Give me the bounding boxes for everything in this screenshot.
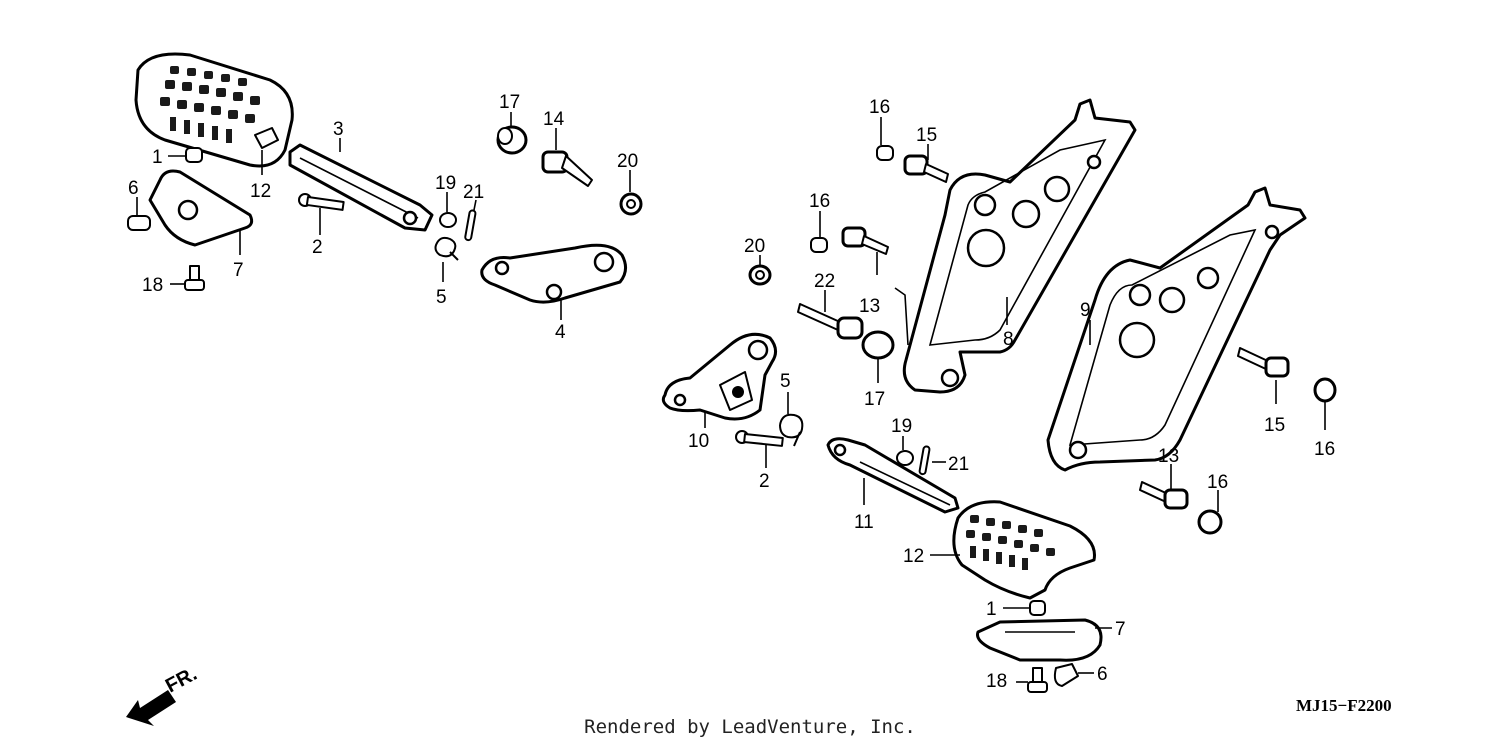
callout-20a: 20 bbox=[617, 151, 638, 172]
bolt-22 bbox=[797, 303, 864, 340]
leader-21a bbox=[473, 199, 477, 211]
bracket-10 bbox=[661, 332, 777, 421]
callout-16d: 16 bbox=[1207, 472, 1228, 493]
step-holder-8 bbox=[902, 98, 1137, 394]
callout-18a: 18 bbox=[142, 275, 163, 296]
callout-2a: 2 bbox=[312, 237, 323, 258]
collar-right bbox=[1029, 600, 1046, 616]
bolt-13-bottom bbox=[1139, 481, 1189, 510]
callout-11: 11 bbox=[854, 512, 874, 533]
cap-16-right bbox=[1313, 377, 1337, 403]
callout-7b: 7 bbox=[1115, 619, 1126, 640]
callout-19a: 19 bbox=[435, 173, 456, 194]
pin-2-right bbox=[735, 430, 784, 447]
callout-6a: 6 bbox=[128, 178, 139, 199]
render-credit: Rendered by LeadVenture, Inc. bbox=[584, 716, 916, 738]
callout-8: 8 bbox=[1003, 329, 1014, 350]
callout-13a: 13 bbox=[859, 296, 880, 317]
callout-1b: 1 bbox=[986, 599, 997, 620]
bolt-15-top bbox=[903, 154, 949, 183]
callout-3: 3 bbox=[333, 119, 344, 140]
spring-5-left bbox=[434, 236, 459, 261]
callout-9: 9 bbox=[1080, 300, 1091, 321]
callout-17b: 17 bbox=[864, 389, 885, 410]
footpeg-plate-right bbox=[976, 618, 1103, 662]
spring-5-right bbox=[779, 413, 804, 447]
callout-5a: 5 bbox=[436, 287, 447, 308]
bolt-15-right bbox=[1237, 347, 1290, 378]
cotter-pin-21-left bbox=[464, 209, 477, 242]
callout-4: 4 bbox=[555, 322, 566, 343]
leader-13-bracket bbox=[894, 287, 909, 346]
callout-18b: 18 bbox=[986, 671, 1007, 692]
bolt-13-mid bbox=[841, 226, 889, 255]
callout-13b: 13 bbox=[1158, 446, 1179, 467]
callout-19b: 19 bbox=[891, 416, 912, 437]
bolt-18-left bbox=[184, 265, 205, 291]
footpeg-rubber-left bbox=[134, 52, 294, 168]
collar-17-top bbox=[496, 125, 528, 155]
bolt-6-left bbox=[127, 215, 151, 231]
step-holder-9 bbox=[1046, 186, 1307, 472]
footpeg-rubber-right bbox=[952, 500, 1096, 600]
collar-17-mid bbox=[861, 330, 895, 360]
bolt-6-right bbox=[1053, 663, 1079, 687]
callout-20b: 20 bbox=[744, 236, 765, 257]
cap-16-bottom bbox=[1197, 509, 1223, 535]
callout-10: 10 bbox=[688, 431, 709, 452]
callout-12a: 12 bbox=[250, 181, 271, 202]
footpeg-arm-left bbox=[288, 143, 434, 232]
callout-21b: 21 bbox=[948, 454, 969, 475]
callout-16b: 16 bbox=[809, 191, 830, 212]
front-direction-arrow-icon bbox=[126, 690, 176, 726]
callout-16c: 16 bbox=[1314, 439, 1335, 460]
callout-14: 14 bbox=[543, 109, 565, 130]
callout-15a: 15 bbox=[916, 125, 937, 146]
callout-15b: 15 bbox=[1264, 415, 1285, 436]
callout-2b: 2 bbox=[759, 471, 770, 492]
callout-1a: 1 bbox=[152, 147, 163, 168]
footpeg-plate-left bbox=[148, 169, 254, 247]
washer-19-right bbox=[896, 450, 914, 466]
callout-16a: 16 bbox=[869, 97, 890, 118]
washer-20-mid bbox=[748, 264, 772, 286]
bolt-18-right bbox=[1027, 667, 1048, 693]
collar-left bbox=[185, 147, 203, 163]
callout-22: 22 bbox=[814, 271, 835, 292]
callout-21a: 21 bbox=[463, 182, 484, 203]
callout-17a: 17 bbox=[499, 92, 520, 113]
nut-16-top bbox=[876, 145, 894, 161]
cotter-pin-21-right bbox=[918, 445, 931, 476]
bolt-14 bbox=[541, 150, 593, 187]
nut-16-mid bbox=[810, 237, 828, 253]
washer-19-left bbox=[439, 212, 457, 228]
callout-6b: 6 bbox=[1097, 664, 1108, 685]
callout-12b: 12 bbox=[903, 546, 924, 567]
reference-code: MJ15−F2200 bbox=[1296, 696, 1392, 715]
pin-2-left bbox=[298, 193, 345, 211]
bracket-4 bbox=[480, 243, 627, 304]
callout-7a: 7 bbox=[233, 260, 244, 281]
footpeg-arm-right bbox=[826, 437, 960, 514]
washer-20-top bbox=[619, 192, 643, 216]
callout-5b: 5 bbox=[780, 371, 791, 392]
